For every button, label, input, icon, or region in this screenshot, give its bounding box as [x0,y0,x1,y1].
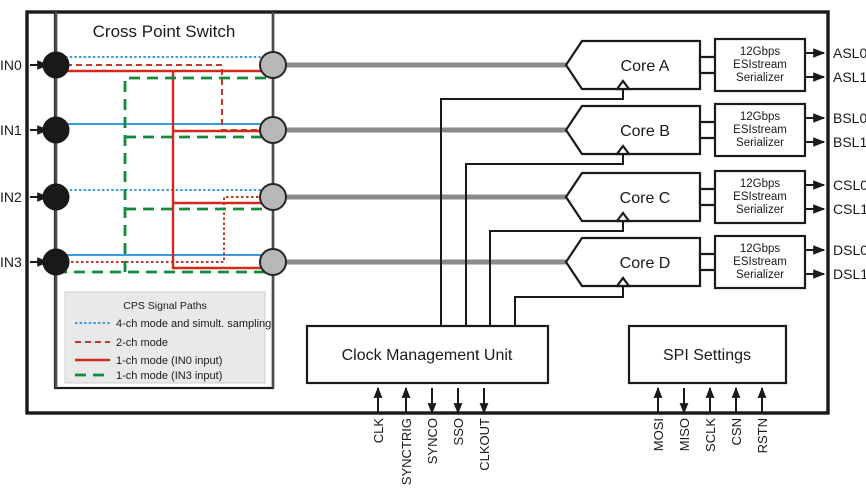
input-pins: IN0 IN1 IN2 IN3 [0,51,70,276]
input-node-in3 [42,248,70,276]
serializer-b-line2: ESIstream [733,124,787,136]
clock-wire-core-c [489,221,624,326]
core-c-label: Core C [620,190,671,207]
output-label-csl1: CSL1 [833,201,866,217]
serializer-d-line2: ESIstream [733,256,787,268]
clock-wire-core-d [514,286,624,326]
output-node-d [259,248,287,276]
pin-label-clkout: CLKOUT [477,418,492,471]
input-label-in2: IN2 [0,189,22,205]
serializer-a-line3: Serializer [736,72,784,84]
clock-distribution-wires [440,89,624,326]
serializer-c-line3: Serializer [736,204,784,216]
output-node-b [259,116,287,144]
serializer-blocks: 12Gbps ESIstream Serializer 12Gbps ESIst… [713,37,807,290]
pin-label-synco: SYNCO [425,418,440,464]
legend-box [64,291,266,384]
output-node-c [259,183,287,211]
output-label-asl1: ASL1 [833,69,866,85]
pin-label-mosi: MOSI [651,418,666,451]
serializer-d-line1: 12Gbps [740,243,781,255]
serializer-b-line3: Serializer [736,137,784,149]
legend-label-1ch-in3: 1-ch mode (IN3 input) [116,370,222,382]
core-c-shape [564,171,702,223]
clock-wire-core-a [440,89,624,326]
path-red-2ch-a [56,64,273,131]
legend-title: CPS Signal Paths [123,300,206,312]
serializer-outputs: ASL0 ASL1 BSL0 BSL1 CSL0 CSL1 DSL0 DSL1 [805,45,866,282]
chip-boundary [25,10,830,415]
pin-label-synctrig: SYNCTRIG [399,418,414,485]
input-node-in1 [42,116,70,144]
clock-management-unit-title: Clock Management Unit [342,347,513,364]
serializer-block-a [713,37,807,93]
serializer-block-d [713,234,807,290]
input-label-in1: IN1 [0,122,22,138]
output-label-bsl1: BSL1 [833,134,866,150]
legend: CPS Signal Paths 4-ch mode and simult. s… [64,291,271,384]
serializer-a-line2: ESIstream [733,59,787,71]
output-label-asl0: ASL0 [833,45,866,61]
input-node-in0 [42,51,70,79]
spi-settings-block [627,324,788,385]
cross-point-switch-title: Cross Point Switch [93,22,236,41]
pin-label-csn: CSN [729,418,744,445]
pin-label-miso: MISO [677,418,692,451]
clock-wire-core-b [465,154,624,326]
serializer-block-b [713,102,807,158]
core-b-shape [564,104,702,156]
output-label-dsl0: DSL0 [833,242,866,258]
path-red-2ch-b [56,196,273,263]
input-node-in2 [42,183,70,211]
serializer-d-line3: Serializer [736,269,784,281]
output-label-bsl0: BSL0 [833,110,866,126]
core-d-shape [564,236,702,288]
pin-label-sclk: SCLK [703,418,718,452]
output-label-csl0: CSL0 [833,177,866,193]
serializer-a-line1: 12Gbps [740,46,781,58]
core-b-label: Core B [620,123,670,140]
core-blocks: Core A Core B Core C Core D [564,39,702,288]
serializer-c-line2: ESIstream [733,191,787,203]
legend-label-4ch: 4-ch mode and simult. sampling [116,318,271,330]
serializer-block-c [713,169,807,225]
cps-signal-paths [56,56,273,274]
pin-label-rstn: RSTN [755,418,770,453]
serializer-c-line1: 12Gbps [740,178,781,190]
output-node-a [259,51,287,79]
legend-label-1ch-in0: 1-ch mode (IN0 input) [116,355,222,367]
serializer-b-line1: 12Gbps [740,111,781,123]
clock-management-unit-block [305,324,550,385]
spi-unit-pins: MOSI MISO SCLK CSN RSTN [651,386,770,453]
path-red-1ch-in0-trunk [171,71,273,270]
core-a-shape [564,39,702,91]
spi-settings-title: SPI Settings [663,347,751,364]
pin-label-clk: CLK [371,418,386,444]
input-label-in3: IN3 [0,254,22,270]
legend-label-2ch: 2-ch mode [116,337,168,349]
output-label-dsl1: DSL1 [833,266,866,282]
pin-label-sso: SSO [451,418,466,445]
cps-output-nodes [259,51,566,276]
clock-unit-pins: CLK SYNCTRIG SYNCO SSO CLKOUT [371,386,492,485]
core-d-label: Core D [620,255,671,272]
input-label-in0: IN0 [0,57,22,73]
core-a-label: Core A [621,58,670,75]
path-green-1ch-in3-trunk [123,76,273,272]
